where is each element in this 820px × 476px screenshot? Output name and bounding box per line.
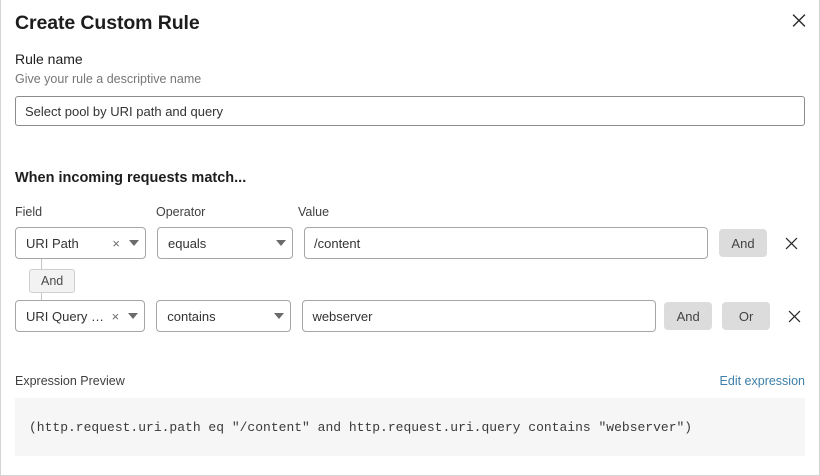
field-select-2-value: URI Query St... xyxy=(26,308,106,324)
close-icon xyxy=(792,14,806,27)
rule-name-label: Rule name xyxy=(15,51,83,67)
rule-name-hint: Give your rule a descriptive name xyxy=(15,72,202,86)
conditions-heading: When incoming requests match... xyxy=(15,170,247,186)
value-input-1[interactable] xyxy=(304,227,708,259)
expression-preview-header: Expression Preview Edit expression xyxy=(15,374,805,388)
edit-expression-link[interactable]: Edit expression xyxy=(719,374,805,388)
page-title: Create Custom Rule xyxy=(15,12,200,34)
operator-select-2[interactable]: contains xyxy=(156,300,292,332)
clear-icon[interactable]: × xyxy=(111,308,120,324)
operator-select-1-value: equals xyxy=(168,235,207,251)
operator-select-2-value: contains xyxy=(167,308,216,324)
condition-row: URI Query St... × contains And Or xyxy=(15,300,805,332)
expression-preview-title: Expression Preview xyxy=(15,374,125,388)
chevron-down-icon xyxy=(276,240,286,246)
add-or-condition-button-2[interactable]: Or xyxy=(722,302,771,330)
close-icon xyxy=(785,237,797,249)
add-and-condition-button-1[interactable]: And xyxy=(719,229,767,257)
column-header-value: Value xyxy=(298,205,330,219)
value-input-2[interactable] xyxy=(302,300,657,332)
remove-condition-button-2[interactable] xyxy=(783,305,805,327)
field-select-1[interactable]: URI Path × xyxy=(15,227,146,259)
add-and-condition-button-2[interactable]: And xyxy=(664,302,713,330)
field-select-2[interactable]: URI Query St... × xyxy=(15,300,146,332)
condition-row: URI Path × equals And xyxy=(15,227,805,259)
column-header-operator: Operator xyxy=(156,205,206,219)
chevron-down-icon xyxy=(128,313,139,319)
close-button[interactable] xyxy=(787,8,811,32)
clear-icon[interactable]: × xyxy=(112,235,120,251)
condition-column-headers: Field Operator Value xyxy=(15,205,805,227)
modal-header: Create Custom Rule xyxy=(1,0,819,46)
rule-name-input[interactable] xyxy=(15,96,805,126)
field-select-1-value: URI Path xyxy=(26,235,79,251)
chevron-down-icon xyxy=(129,240,139,246)
condition-rows: And URI Path × equals And xyxy=(15,227,805,332)
expression-preview-section: Expression Preview Edit expression (http… xyxy=(15,374,805,456)
connector-and-badge[interactable]: And xyxy=(29,269,76,293)
expression-preview-code: (http.request.uri.path eq "/content" and… xyxy=(15,398,805,456)
operator-select-1[interactable]: equals xyxy=(157,227,293,259)
close-icon xyxy=(788,310,800,322)
column-header-field: Field xyxy=(15,205,43,219)
chevron-down-icon xyxy=(274,313,285,319)
modal-body: Rule name Give your rule a descriptive n… xyxy=(1,50,819,456)
remove-condition-button-1[interactable] xyxy=(780,232,802,254)
